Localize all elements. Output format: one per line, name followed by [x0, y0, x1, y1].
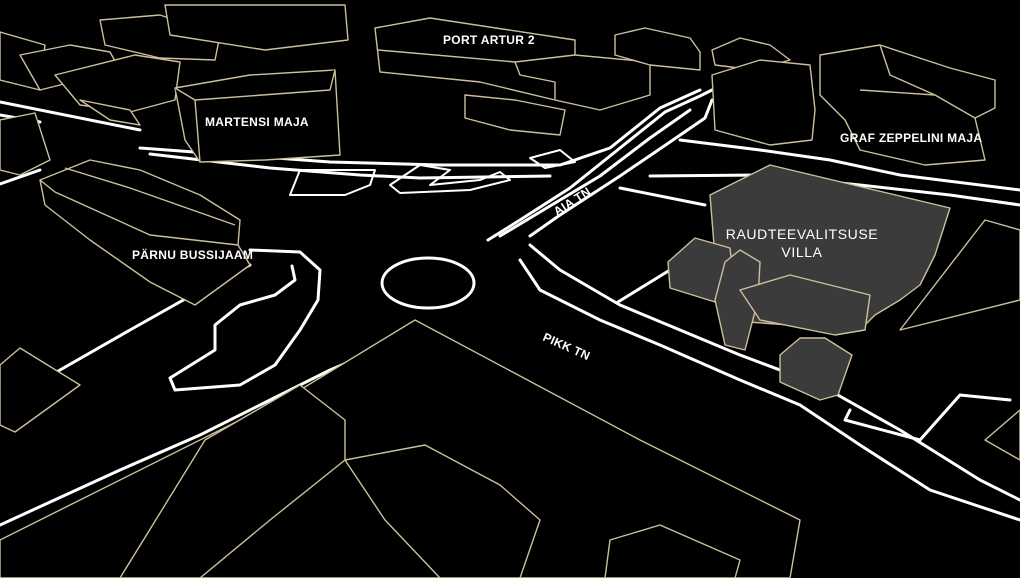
building-graf-zeppelini-maja	[819, 44, 996, 166]
building-port-annex	[464, 94, 566, 136]
building-bottom-left	[0, 347, 81, 433]
building-top-shed	[164, 4, 349, 51]
building-villa-center	[739, 274, 871, 336]
label-raudteevalitsuse: RAUDTEEVALITSUSE	[726, 226, 879, 242]
label-parnu-bussijaam: PÄRNU BUSSIJAAM	[132, 247, 253, 262]
road-east-lower	[648, 173, 1020, 207]
building-left-edge	[0, 112, 51, 176]
road-southeast	[843, 393, 1012, 442]
road-aia-mid	[498, 108, 692, 238]
building-bottom-right-1	[604, 524, 741, 578]
traffic-island-2	[389, 164, 511, 194]
building-port-artur-2	[374, 17, 651, 111]
building-bottom-right-2	[984, 409, 1020, 461]
label-pikk-tn: PIKK TN	[541, 330, 592, 363]
road-northwest	[0, 100, 142, 132]
road-aia-west	[486, 88, 714, 242]
traffic-island-1	[289, 169, 376, 196]
road-villa-connector	[618, 186, 707, 207]
label-port-artur-2: PORT ARTUR 2	[443, 33, 535, 47]
road-villa-connector-2	[616, 268, 672, 304]
buildings	[0, 4, 1020, 578]
building-villa-annex	[779, 337, 853, 401]
roads	[0, 88, 1020, 527]
label-graf-zeppelini-maja: GRAF ZEPPELINI MAJA	[840, 131, 982, 145]
road-pikk-east-south	[518, 258, 1020, 522]
building-villa-tower	[714, 249, 761, 351]
building-martensi-roof	[174, 69, 336, 163]
road-top-inner	[148, 152, 552, 180]
building-bottom-center-1	[344, 444, 541, 578]
building-topleft-3	[54, 54, 181, 113]
building-topleft-5	[79, 99, 141, 126]
road-east-upper	[678, 138, 1020, 192]
building-port-artur-inner	[377, 49, 576, 100]
road-pikk-east-north	[528, 243, 1020, 502]
building-small-top-1	[614, 27, 701, 71]
building-bottom-center-2	[119, 384, 346, 578]
building-graf-inner	[859, 44, 976, 119]
label-villa: VILLA	[781, 244, 822, 260]
traffic-island-3	[529, 149, 576, 169]
building-center-right	[711, 59, 816, 146]
label-martensi-maja: MARTENSI MAJA	[205, 115, 309, 129]
road-parnu-left	[0, 168, 42, 186]
roundabout	[380, 256, 476, 310]
building-parnu-inner	[39, 167, 239, 246]
building-far-right	[899, 219, 1020, 331]
labels: PORT ARTUR 2 MARTENSI MAJA GRAF ZEPPELIN…	[132, 33, 982, 363]
road-busstation-curve	[168, 248, 322, 392]
road-aia-east	[528, 98, 714, 238]
